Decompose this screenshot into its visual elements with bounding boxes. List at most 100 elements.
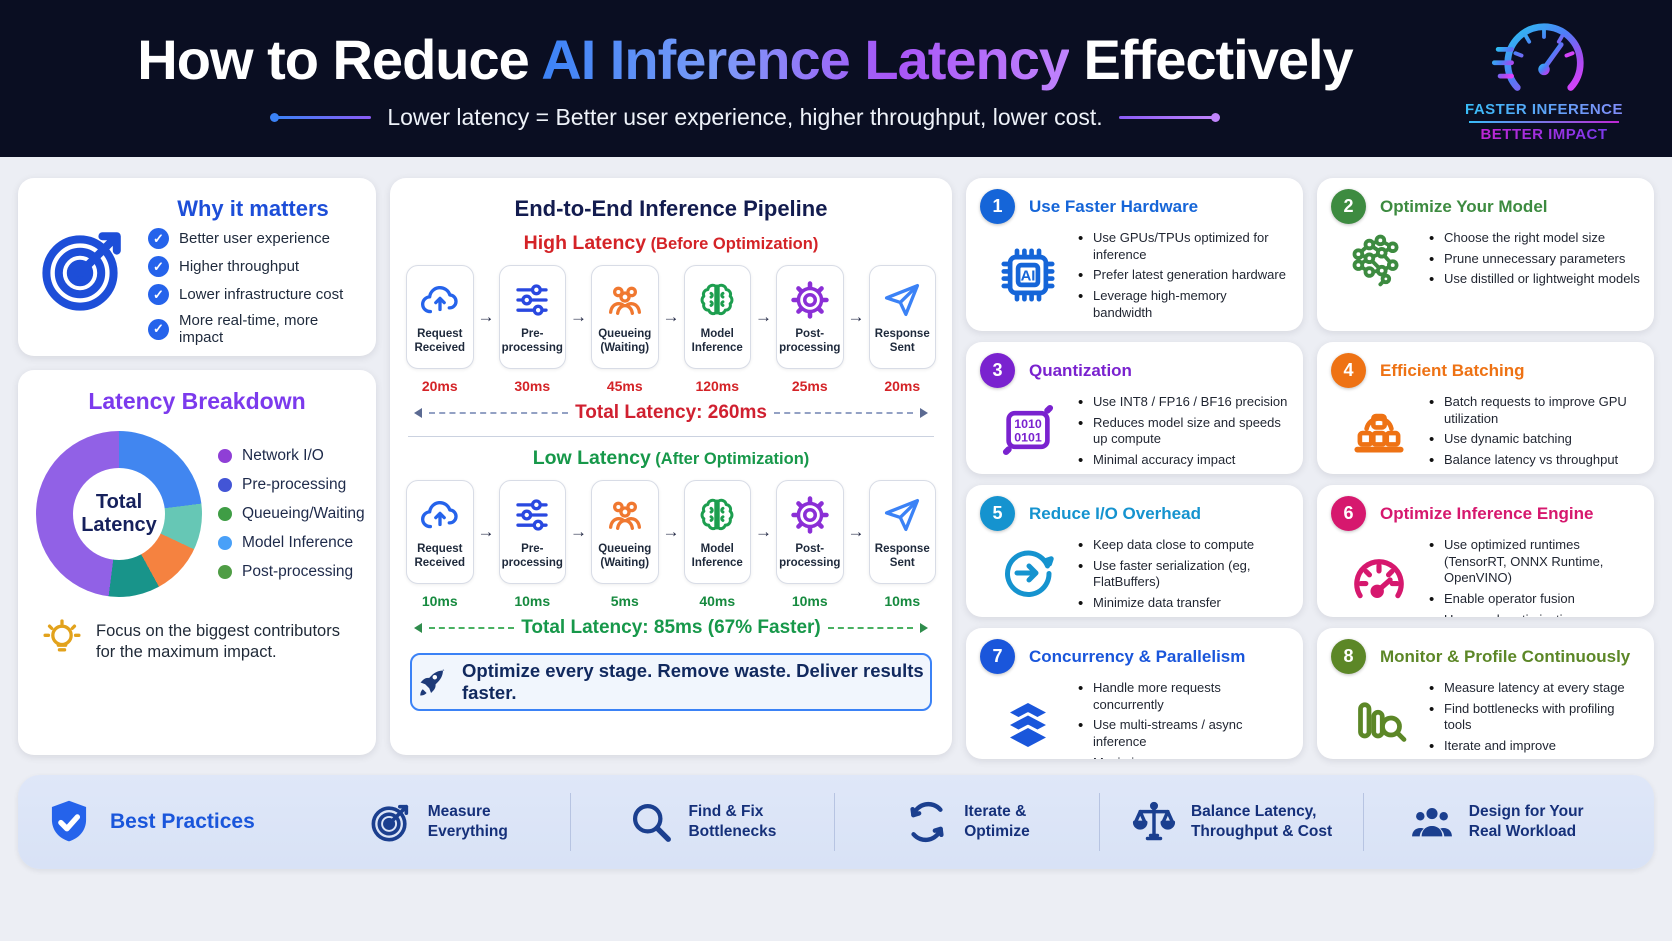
latency-donut: Total Latency: [36, 431, 202, 597]
cloud-upload-icon: [419, 494, 461, 536]
legend-item: Pre-processing: [218, 476, 365, 494]
tip-body: Batch requests to improve GPU utilizatio…: [1331, 392, 1640, 470]
dashed-line: [429, 412, 569, 414]
tip-body: Use optimized runtimes (TensorRT, ONNX R…: [1331, 535, 1640, 617]
tip-bullet: Use INT8 / FP16 / BF16 precision: [1076, 393, 1289, 412]
arrow-circle-icon: [980, 535, 1076, 612]
tip-head: 4 Efficient Batching: [1331, 353, 1640, 388]
lightbulb-icon: [40, 617, 84, 661]
page-title: How to Reduce AI Inference Latency Effec…: [137, 27, 1354, 92]
footer-item-label: Measure Everything: [427, 802, 508, 840]
left-column: Why it matters ✓Better user experience ✓…: [18, 178, 376, 755]
check-icon: ✓: [148, 284, 169, 305]
tip-bullet: Use optimized runtimes (TensorRT, ONNX R…: [1427, 536, 1640, 587]
brain-icon: [696, 279, 738, 321]
dashed-line: [429, 627, 515, 629]
tip-bullets: Batch requests to improve GPU utilizatio…: [1427, 392, 1640, 470]
profile-bars-icon: [1331, 678, 1427, 755]
tip-card-quantization: 3 Quantization 1010 0101 Use INT8 / FP16…: [966, 342, 1303, 474]
arrow-right-icon: →: [570, 522, 587, 541]
ai-chip-icon: AI: [980, 228, 1076, 321]
tip-bullet: Use multi-streams / async inference: [1076, 716, 1289, 750]
footer-item-find-fix-bottlenecks: Find & Fix Bottlenecks: [569, 793, 835, 851]
high-latency-name: High Latency: [523, 232, 647, 254]
pipeline-stage: Queueing (Waiting) 45ms: [591, 265, 659, 394]
arrow-left-head: [414, 408, 422, 418]
arrow-right-icon: →: [755, 307, 772, 326]
tip-head: 8 Monitor & Profile Continuously: [1331, 639, 1640, 674]
tip-body: Measure latency at every stage Find bott…: [1331, 678, 1640, 756]
sliders-icon: [511, 279, 553, 321]
stage-label: Request Received: [414, 327, 465, 354]
footer-item-design-workload: Design for Your Real Workload: [1363, 793, 1628, 851]
best-practices-badge: Best Practices: [44, 797, 306, 847]
high-total-text: Total Latency: 260ms: [575, 402, 767, 423]
shield-check-icon: [44, 797, 94, 847]
pipeline-stage: Response Sent 10ms: [868, 480, 936, 609]
stage-time: 10ms: [421, 593, 458, 609]
arrow-right-icon: →: [847, 522, 865, 541]
tip-bullets: Use optimized runtimes (TensorRT, ONNX R…: [1427, 535, 1640, 617]
best-practices-label: Best Practices: [110, 810, 255, 833]
header-main: How to Reduce AI Inference Latency Effec…: [40, 27, 1450, 131]
dashed-line: [827, 627, 913, 629]
tip-bullet: Leverage high-memory bandwidth: [1076, 287, 1289, 321]
tip-bullet: Keep data close to compute: [1076, 536, 1289, 555]
tip-bullet: Use GPUs/TPUs optimized for inference: [1076, 229, 1289, 263]
stage-label: Response Sent: [874, 327, 930, 354]
subtitle: Lower latency = Better user experience, …: [387, 103, 1103, 130]
stage-label: Model Inference: [691, 327, 743, 354]
low-latency-stages: Request Received 10ms → Pre-processing 1…: [406, 480, 936, 609]
tip-head: 5 Reduce I/O Overhead: [980, 496, 1289, 531]
brain-icon: [696, 494, 738, 536]
tip-bullet: Reduces model size and speeds up compute: [1076, 414, 1289, 448]
stage-time: 30ms: [514, 378, 551, 394]
stage-label: Pre-processing: [501, 327, 563, 354]
why-title: Why it matters: [177, 196, 329, 221]
tip-bullet: Balance latency vs throughput: [1427, 451, 1640, 470]
footer-item-iterate-optimize: Iterate & Optimize: [834, 793, 1099, 851]
tip-card-efficient-batching: 4 Efficient Batching: [1317, 342, 1654, 474]
pipeline-title: End-to-End Inference Pipeline: [514, 196, 828, 221]
tip-head: 2 Optimize Your Model: [1331, 189, 1640, 224]
tip-head: 7 Concurrency & Parallelism: [980, 639, 1289, 674]
stage-box: Pre-processing: [498, 480, 566, 584]
tip-head: 1 Use Faster Hardware: [980, 189, 1289, 224]
tip-bullet: Enable operator fusion: [1427, 590, 1640, 609]
check-item: ✓Higher throughput: [148, 256, 358, 277]
tips-grid: 1 Use Faster Hardware AI Use GPUs/TPUs o…: [966, 178, 1654, 759]
footer-item-label: Design for Your Real Workload: [1468, 802, 1584, 840]
stage-label: Post-processing: [779, 542, 841, 569]
target-icon: [368, 799, 414, 845]
stage-box: Queueing (Waiting): [591, 480, 659, 584]
stage-time: 45ms: [606, 378, 643, 394]
tip-title: Optimize Inference Engine: [1380, 503, 1594, 523]
legend-label: Queueing/Waiting: [242, 505, 365, 522]
stage-box: Pre-processing: [498, 265, 566, 369]
legend-label: Network I/O: [242, 447, 324, 464]
pipeline-divider: [408, 436, 934, 437]
tip-number-badge: 8: [1331, 639, 1366, 674]
legend-item: Model Inference: [218, 534, 365, 552]
title-suffix: Effectively: [1069, 27, 1354, 91]
queue-people-icon: [604, 279, 646, 321]
legend-dot: [218, 478, 232, 492]
stage-time: 10ms: [514, 593, 551, 609]
stage-box: Queueing (Waiting): [591, 265, 659, 369]
tip-bullet: Find bottlenecks with profiling tools: [1427, 700, 1640, 734]
legend-label: Post-processing: [242, 563, 354, 580]
binary-icon: 1010 0101: [980, 392, 1076, 469]
tip-number-badge: 3: [980, 353, 1015, 388]
tip-number-badge: 4: [1331, 353, 1366, 388]
arrow-right-icon: →: [570, 307, 587, 326]
check-item: ✓Better user experience: [148, 228, 358, 249]
logo: FASTER INFERENCE BETTER IMPACT: [1450, 15, 1638, 143]
tip-bullets: Use GPUs/TPUs optimized for inference Pr…: [1076, 228, 1289, 321]
iterate-arrows-icon: [904, 799, 950, 845]
footer-item-measure-everything: Measure Everything: [306, 793, 570, 851]
logo-line1: FASTER INFERENCE: [1464, 100, 1623, 118]
legend-item: Post-processing: [218, 563, 365, 581]
stage-label: Queueing (Waiting): [598, 542, 652, 569]
stage-label: Pre-processing: [501, 542, 563, 569]
